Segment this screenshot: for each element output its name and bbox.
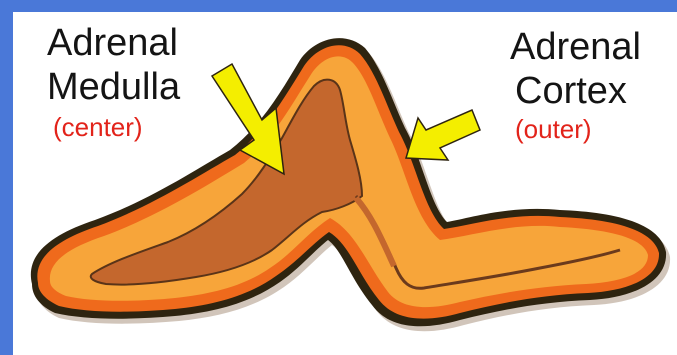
medulla-label-line2: Medulla (47, 68, 180, 106)
cortex-label-line2: Cortex (515, 72, 627, 110)
cortex-label-line1: Adrenal (510, 28, 641, 66)
cortex-pointer-arrow (406, 110, 480, 160)
medulla-label-line1: Adrenal (47, 24, 178, 62)
medulla-sub-label: (center) (53, 114, 143, 140)
cortex-sub-label: (outer) (515, 116, 592, 142)
